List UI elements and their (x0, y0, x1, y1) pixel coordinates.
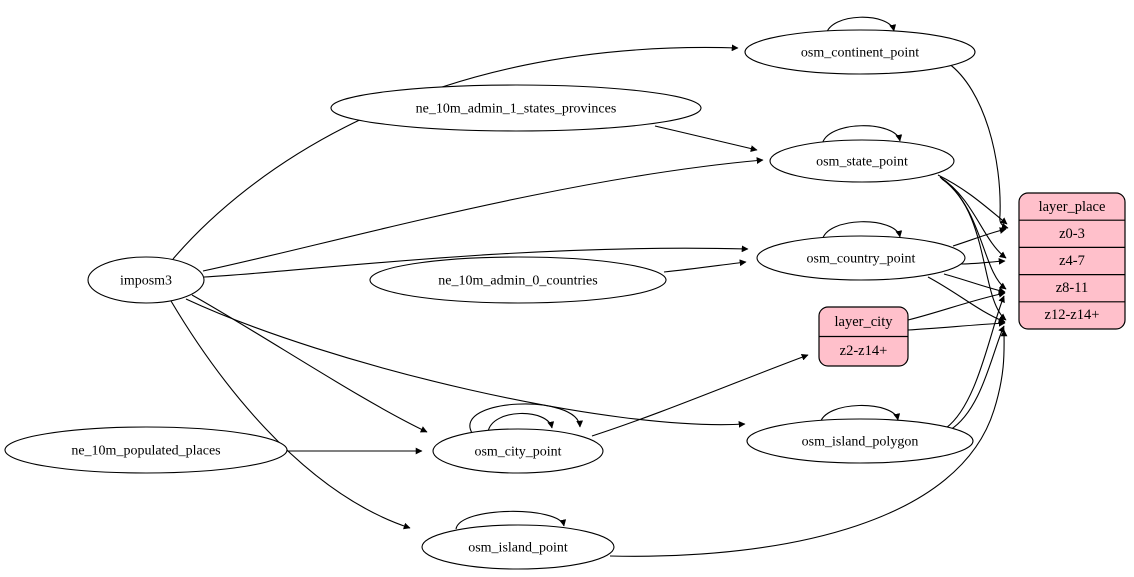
self-loop-osm_city_point-inner (487, 412, 555, 433)
node-osm_continent_point-shape[interactable] (744, 29, 976, 75)
edge-imposm3-to-osm_island_point (170, 300, 411, 530)
edge-osm_continent_point-to-layer_place-z0-3 (947, 62, 1009, 230)
node-ne_populated-shape[interactable] (4, 426, 288, 474)
edge-osm_island_polygon-to-layer_place-z12-z14+ (949, 325, 1005, 431)
edges-group (170, 16, 1009, 557)
node-imposm3[interactable]: imposm3 (87, 256, 205, 304)
node-ne_10m_admin_0_countries[interactable]: ne_10m_admin_0_countries (369, 256, 667, 304)
node-osm_island_point-shape[interactable] (421, 524, 615, 570)
self-loop-osm_continent_point (825, 16, 897, 36)
edge-osm_country_point-to-layer_place-z0-3 (952, 227, 1007, 247)
node-osm_island_polygon[interactable]: osm_island_polygon (746, 418, 974, 464)
self-loop-osm_island_point (455, 510, 567, 530)
edge-layer_city-to-layer_place-z8-11 (907, 290, 1006, 321)
self-loop-osm_island_polygon (819, 404, 901, 425)
edge-osm_island_point-to-layer_place-z12-z14+ (609, 329, 1008, 557)
edge-imposm3-to-osm_city_point (191, 294, 428, 433)
node-osm_city_point[interactable]: osm_city_point (432, 428, 604, 474)
edge-imposm3-to-osm_continent_point (172, 44, 739, 260)
node-osm_country_point-shape[interactable] (756, 235, 966, 281)
edge-osm_city_point-to-layer_city-z2-z14+ (591, 353, 809, 437)
edge-osm_country_point-to-layer_place-z4-7 (959, 257, 1006, 265)
self-loop-osm_state_point (821, 125, 903, 146)
record-layer_city[interactable]: layer_city z2-z14+ (818, 306, 909, 367)
nodes-group: imposm3 ne_10m_admin_1_states_provinces … (4, 29, 976, 570)
edge-ne_countries-to-osm_country_point (663, 259, 747, 273)
edge-osm_country_point-to-layer_place-z12-z14+ (927, 276, 1006, 323)
edge-ne_states-to-osm_state_point (654, 125, 758, 152)
node-osm_continent_point[interactable]: osm_continent_point (744, 29, 976, 75)
edge-imposm3-to-osm_state_point (202, 157, 764, 272)
node-ne_states-shape[interactable] (330, 84, 702, 132)
node-osm_island_point[interactable]: osm_island_point (421, 524, 615, 570)
node-ne_countries-shape[interactable] (369, 256, 667, 304)
edge-osm_state_point-to-layer_place-z0-3 (937, 174, 1008, 225)
edge-layer_city-to-layer_place-z12-z14+ (907, 319, 1006, 331)
node-imposm3-shape[interactable] (87, 256, 205, 304)
node-osm_state_point[interactable]: osm_state_point (769, 139, 955, 183)
edge-osm_state_point-to-layer_place-z4-7 (939, 176, 1007, 259)
edge-osm_country_point-to-layer_place-z8-11 (943, 273, 1006, 294)
record-layer_place[interactable]: layer_place z0-3 z4-7 z8-11 z12-z14+ (1018, 192, 1126, 330)
edge-imposm3-to-osm_island_polygon (185, 298, 746, 428)
edge-osm_state_point-to-layer_place-z12-z14+ (941, 178, 1007, 321)
node-ne_10m_populated_places[interactable]: ne_10m_populated_places (4, 426, 288, 474)
node-osm_island_polygon-shape[interactable] (746, 418, 974, 464)
node-ne_10m_admin_1_states_provinces[interactable]: ne_10m_admin_1_states_provinces (330, 84, 702, 132)
edge-imposm3-to-osm_country_point (203, 245, 749, 278)
record-layer_place-body[interactable] (1018, 192, 1126, 330)
node-osm_city_point-shape[interactable] (432, 428, 604, 474)
self-loop-osm_city_point-outer (469, 403, 584, 434)
self-loop-osm_country_point (821, 221, 903, 242)
edge-osm_island_polygon-to-layer_place-z8-11 (945, 295, 1005, 429)
node-osm_state_point-shape[interactable] (769, 139, 955, 183)
node-osm_country_point[interactable]: osm_country_point (756, 235, 966, 281)
edge-osm_state_point-to-layer_place-z8-11 (940, 177, 1007, 290)
